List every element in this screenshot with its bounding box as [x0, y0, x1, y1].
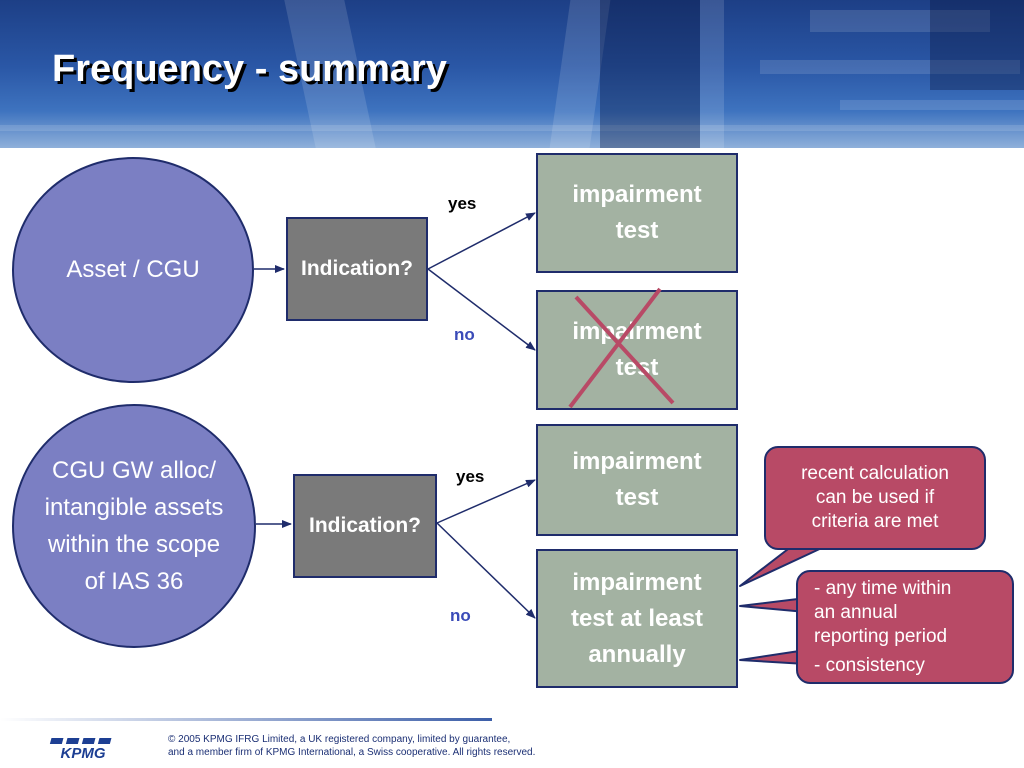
arrow-decision2-no [436, 522, 536, 619]
cgu-gw-circle: CGU GW alloc/ intangible assets within t… [12, 404, 256, 648]
arrow-decision1-yes [427, 212, 536, 270]
callout-line: reporting period [814, 626, 948, 647]
box-line: test [615, 217, 659, 244]
indication-decision-box-1: Indication? [286, 217, 428, 321]
impairment-test-annually-box: impairment test at least annually [536, 549, 738, 688]
indication-label-1: Indication? [301, 257, 413, 280]
callout-line: - any time within [814, 578, 952, 599]
box-line: impairment [572, 181, 702, 208]
copyright-line-1: © 2005 KPMG IFRG Limited, a UK registere… [168, 734, 511, 745]
callout-line: an annual [814, 602, 898, 623]
impairment-test-box-no-1: impairment test [536, 290, 738, 410]
callout-line: criteria are met [811, 511, 939, 532]
copyright-line-2: and a member firm of KPMG International,… [168, 747, 536, 758]
box-line: impairment [572, 318, 702, 345]
kpmg-logo-text: KPMG [61, 745, 106, 760]
circle-line: CGU GW alloc/ [51, 457, 216, 484]
any-time-callout: - any time within an annual reporting pe… [796, 570, 1014, 684]
yes-label-2: yes [456, 467, 485, 486]
arrow-decision2-yes [436, 479, 536, 524]
indication-label-2: Indication? [309, 514, 421, 537]
circle-line: within the scope [47, 531, 221, 558]
asset-cgu-circle: Asset / CGU [12, 157, 254, 383]
footer-divider [0, 718, 492, 721]
kpmg-logo: KPMG [46, 736, 120, 760]
yes-label-1: yes [448, 194, 477, 213]
no-label-2: no [450, 606, 471, 625]
page-title: Frequency - summary [52, 48, 447, 90]
callout-line: can be used if [815, 487, 935, 508]
box-line: test [615, 484, 659, 511]
circle-line: intangible assets [44, 494, 224, 521]
impairment-test-box-yes-1: impairment test [536, 153, 738, 273]
circle-line: of IAS 36 [84, 568, 184, 595]
indication-decision-box-2: Indication? [293, 474, 437, 578]
recent-calculation-callout: recent calculation can be used if criter… [764, 446, 986, 550]
callout-line: - consistency [814, 655, 925, 676]
box-line: annually [588, 640, 686, 668]
box-line: impairment [572, 568, 702, 596]
asset-cgu-label: Asset / CGU [66, 256, 200, 283]
no-label-1: no [454, 325, 475, 344]
header-banner [0, 0, 1024, 148]
box-line: test at least [570, 604, 704, 632]
arrow-decision1-no [427, 268, 536, 351]
callout-line: recent calculation [801, 463, 949, 484]
box-line: impairment [572, 448, 702, 475]
impairment-test-box-yes-2: impairment test [536, 424, 738, 536]
